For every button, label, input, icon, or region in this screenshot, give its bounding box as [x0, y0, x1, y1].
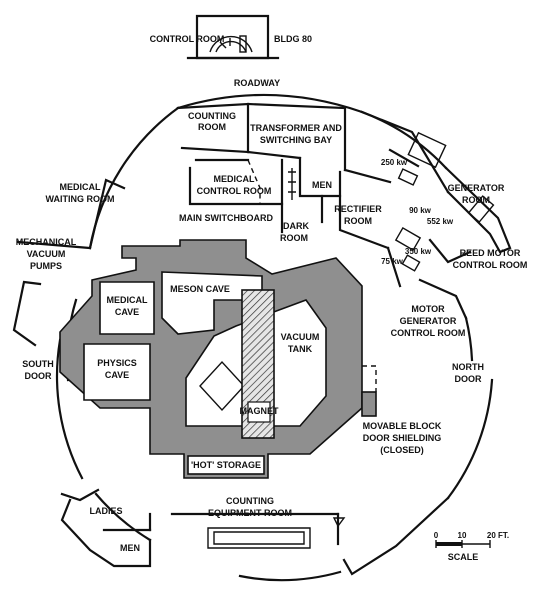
- counting-room-label-1: COUNTING: [188, 111, 236, 121]
- ladies-label: LADIES: [89, 506, 122, 516]
- medical-cave-label-2: CAVE: [115, 307, 139, 317]
- physics-cave-label-2: CAVE: [105, 370, 129, 380]
- movable-block-label-2: DOOR SHIELDING: [363, 433, 442, 443]
- control-room-building: [186, 14, 280, 60]
- medical-control-label-2: CONTROL ROOM: [197, 186, 272, 196]
- main-switchboard-label: MAIN SWITCHBOARD: [179, 213, 273, 223]
- men-upper-label: MEN: [312, 180, 332, 190]
- counting-room-label-2: ROOM: [198, 122, 226, 132]
- movable-block-label-1: MOVABLE BLOCK: [363, 421, 442, 431]
- medical-cave-label-1: MEDICAL: [107, 295, 148, 305]
- power-75-label: 75 kw: [381, 257, 404, 266]
- mg-control-label-3: CONTROL ROOM: [391, 328, 466, 338]
- power-552-label: 552 kw: [427, 217, 454, 226]
- roadway-label: ROADWAY: [234, 78, 280, 88]
- counting-eq-label-1: COUNTING: [226, 496, 274, 506]
- rectifier-label-1: RECTIFIER: [334, 204, 382, 214]
- scale-10-label: 10: [458, 531, 467, 540]
- physics-cave-label-1: PHYSICS: [97, 358, 137, 368]
- vacuum-tank-label-1: VACUUM: [281, 332, 320, 342]
- north-door-label-1: NORTH: [452, 362, 484, 372]
- scale-label: SCALE: [448, 552, 479, 562]
- magnet-assembly: [241, 289, 275, 439]
- scale-20-label: 20 FT.: [487, 531, 509, 540]
- movable-block-label-3: (CLOSED): [380, 445, 424, 455]
- power-350-label: 350 kw: [405, 247, 432, 256]
- generator-room-label-2: ROOM: [462, 195, 490, 205]
- reed-motor-label-1: REED MOTOR: [460, 248, 521, 258]
- control-room-label: CONTROL ROOM: [150, 34, 225, 44]
- medical-control-label-1: MEDICAL: [214, 174, 255, 184]
- south-door-label-1: SOUTH: [22, 359, 54, 369]
- power-250-label: 250 kw: [381, 158, 408, 167]
- counting-eq-label-2: EQUIPMENT ROOM: [208, 508, 292, 518]
- transformer-label-2: SWITCHING BAY: [260, 135, 332, 145]
- medical-waiting-label-2: WAITING ROOM: [46, 194, 115, 204]
- generator-room-label-1: GENERATOR: [448, 183, 505, 193]
- reed-motor-label-2: CONTROL ROOM: [453, 260, 528, 270]
- upper-rooms: [176, 102, 495, 320]
- power-90-label: 90 kw: [409, 206, 432, 215]
- men-lower-label: MEN: [120, 543, 140, 553]
- transformer-label-1: TRANSFORMER AND: [250, 123, 342, 133]
- meson-cave-label: MESON CAVE: [170, 284, 230, 294]
- lower-rooms: [60, 488, 346, 549]
- hot-storage-label: 'HOT' STORAGE: [191, 460, 261, 470]
- mg-control-label-1: MOTOR: [411, 304, 445, 314]
- scale-0-label: 0: [434, 531, 439, 540]
- north-door-label-2: DOOR: [455, 374, 483, 384]
- south-door-label-2: DOOR: [25, 371, 53, 381]
- medical-waiting-label-1: MEDICAL: [60, 182, 101, 192]
- left-rooms: [16, 178, 126, 250]
- dark-room-label-2: ROOM: [280, 233, 308, 243]
- mech-pumps-label-2: VACUUM: [27, 249, 66, 259]
- bldg-80-label: BLDG 80: [274, 34, 312, 44]
- mech-pumps-label-3: PUMPS: [30, 261, 62, 271]
- scale-bar: [435, 540, 491, 548]
- rectifier-label-2: ROOM: [344, 216, 372, 226]
- vacuum-tank-label-2: TANK: [288, 344, 313, 354]
- dark-room-label-1: DARK: [283, 221, 309, 231]
- magnet-label: MAGNET: [240, 406, 279, 416]
- mg-control-label-2: GENERATOR: [400, 316, 457, 326]
- mech-pumps-label-1: MECHANICAL: [16, 237, 77, 247]
